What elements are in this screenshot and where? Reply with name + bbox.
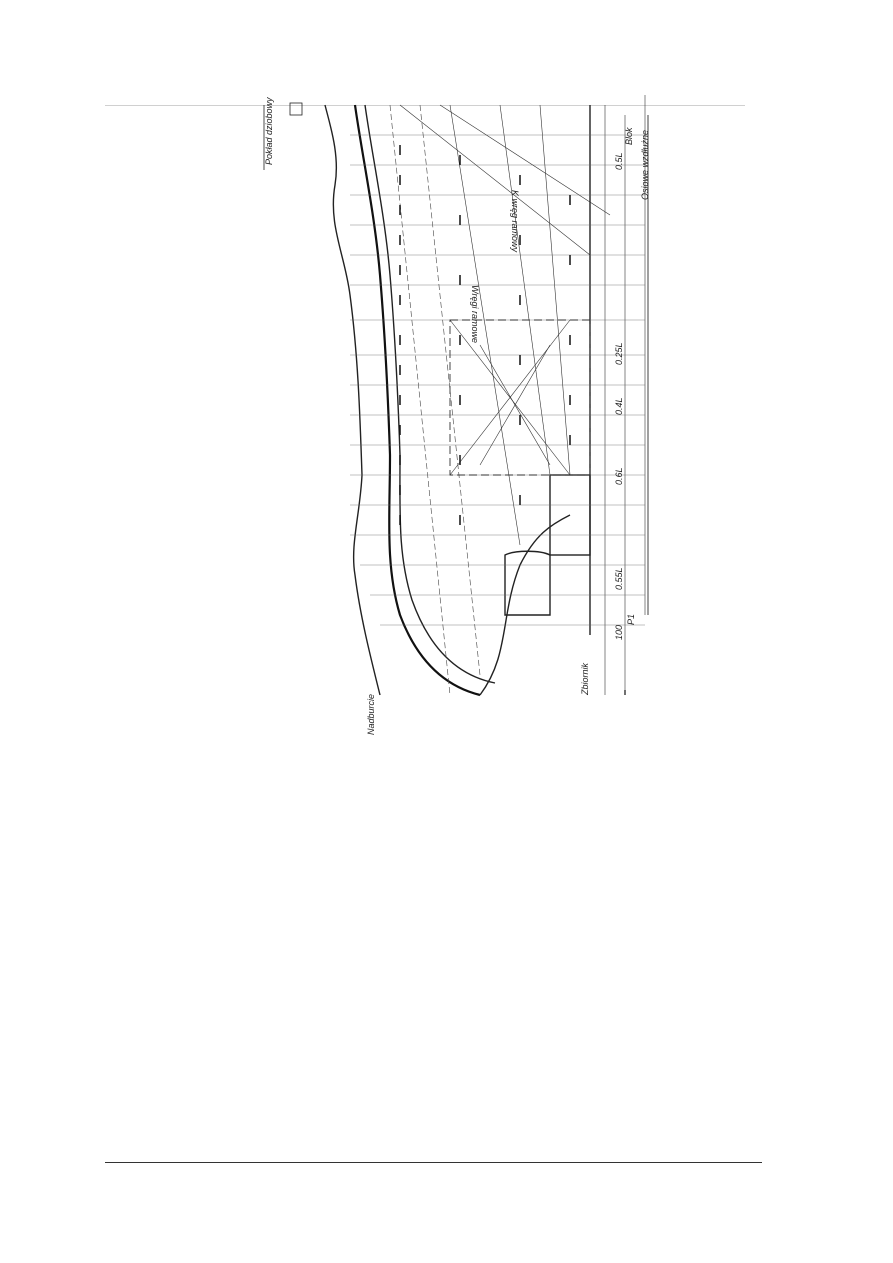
inner-shell-line bbox=[364, 104, 496, 684]
pokład-box bbox=[289, 102, 303, 116]
frame-label-4: 0.6L bbox=[614, 467, 624, 485]
ship-structure-drawing: Pokład dziobowy Blok Osiowe wzdłużne Nad… bbox=[250, 95, 670, 745]
label-blok: Blok bbox=[624, 127, 634, 145]
frame-label-2: 0.25L bbox=[614, 342, 624, 365]
long-line-3 bbox=[539, 104, 571, 476]
horizontal-frames bbox=[350, 134, 645, 626]
hull-outline bbox=[324, 104, 381, 696]
dash-line-2 bbox=[419, 104, 481, 676]
label-nadburcie: Nadburcie bbox=[366, 694, 376, 735]
label-osiowe: Osiowe wzdłużne bbox=[640, 130, 650, 200]
shell-line bbox=[353, 104, 481, 697]
label-kwreg: K wręg ramowy bbox=[510, 190, 520, 253]
bottom-curve bbox=[479, 514, 571, 696]
frame-label-6: 100 bbox=[614, 625, 624, 640]
dash-line-1 bbox=[389, 104, 451, 696]
frame-box bbox=[449, 319, 591, 476]
diagonal-bracing bbox=[399, 104, 611, 476]
frame-label-3: 0.4L bbox=[614, 397, 624, 415]
frame-label-5: 0.55L bbox=[614, 567, 624, 590]
footer-rule bbox=[105, 1162, 762, 1163]
frame-label-1: 0.5L bbox=[614, 152, 624, 170]
drawing-svg: Pokład dziobowy Blok Osiowe wzdłużne Nad… bbox=[263, 95, 650, 735]
label-wregi: Wręgi ramowe bbox=[470, 285, 480, 343]
header-rule bbox=[105, 105, 745, 106]
label-pokład: Pokład dziobowy bbox=[264, 97, 274, 165]
long-line-1 bbox=[449, 104, 521, 546]
tank-outline bbox=[504, 550, 551, 616]
frame-label-7: P1 bbox=[626, 614, 636, 625]
stiffener-ticks bbox=[399, 145, 571, 525]
long-line-2 bbox=[499, 104, 551, 476]
label-zbiornik: Zbiornik bbox=[580, 662, 590, 696]
